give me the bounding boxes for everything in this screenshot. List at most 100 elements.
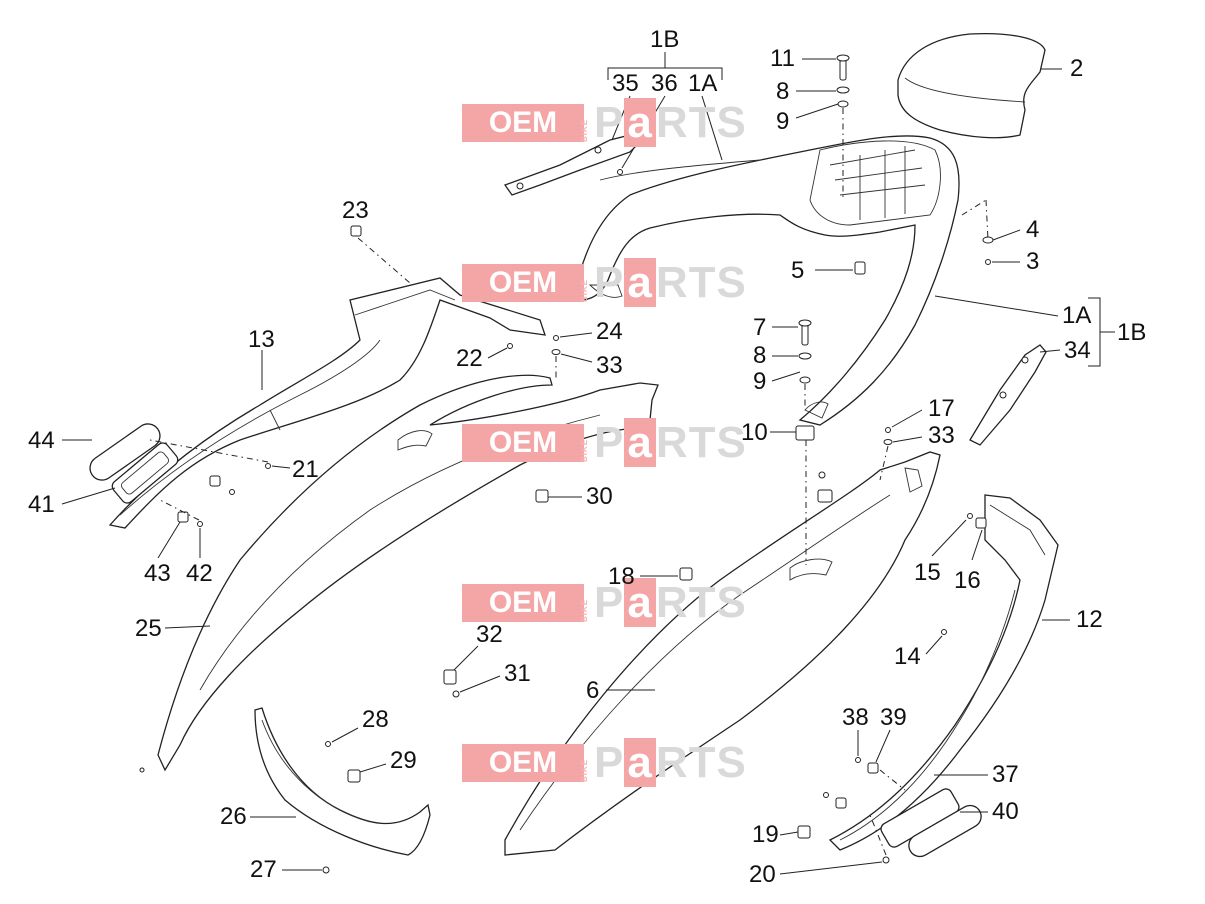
part-label-44: 44 (28, 427, 55, 454)
part-label-19: 19 (752, 821, 779, 848)
part-44-lens (89, 423, 161, 481)
watermark-p: P (594, 418, 625, 467)
part-label-33-left: 33 (596, 352, 623, 379)
part-label-43: 43 (144, 560, 171, 587)
part-label-25: 25 (135, 615, 162, 642)
part-label-10: 10 (741, 419, 768, 446)
part-label-5: 5 (791, 257, 805, 284)
part-label-16: 16 (954, 567, 981, 594)
part-label-26: 26 (220, 803, 247, 830)
part-label-4: 4 (1026, 216, 1040, 243)
part-label-32: 32 (476, 621, 503, 648)
part-label-1A-right: 1A (1062, 302, 1092, 329)
part-label-31: 31 (504, 660, 531, 687)
watermark-a: a (624, 578, 656, 627)
part-label-30: 30 (586, 483, 613, 510)
part-label-21: 21 (292, 456, 319, 483)
watermark-a: a (624, 738, 656, 787)
part-label-27: 27 (250, 856, 277, 883)
part-label-36: 36 (651, 70, 678, 97)
part-label-18: 18 (608, 563, 635, 590)
part-label-1B-right: 1B (1117, 319, 1147, 346)
part-1A-grab-rack (574, 135, 960, 426)
part-label-15: 15 (914, 559, 941, 586)
watermark-bike: BIKE (580, 278, 589, 302)
watermark-p: P (594, 578, 625, 627)
part-6-side-panel (504, 451, 941, 856)
watermark-a: a (624, 418, 656, 467)
hardware-screws (139, 54, 994, 874)
watermark-rts: RTS (655, 418, 747, 467)
part-label-12: 12 (1076, 606, 1103, 633)
watermark-a: a (624, 98, 656, 147)
watermark-parts: PaRTS (594, 738, 747, 787)
part-label-9-top: 9 (776, 108, 790, 135)
part-label-17: 17 (928, 395, 955, 422)
part-label-9-mid: 9 (753, 368, 767, 395)
watermark-rts: RTS (655, 578, 747, 627)
watermark-oem: OEM (462, 104, 584, 142)
part-label-3: 3 (1026, 248, 1040, 275)
part-label-14: 14 (894, 643, 921, 670)
watermark-rts: RTS (655, 738, 747, 787)
watermark-bike: BIKE (580, 758, 589, 782)
part-label-28: 28 (362, 706, 389, 733)
watermark-5: OEM BIKE PaRTS (462, 738, 762, 787)
watermark-bike: BIKE (580, 118, 589, 142)
part-2-seat-pad (897, 32, 1046, 139)
part-41-lamp-housing (111, 442, 179, 504)
part-label-1B-top: 1B (650, 26, 680, 53)
watermark-parts: PaRTS (594, 578, 747, 627)
part-25-left-panel (157, 374, 659, 772)
watermark-rts: RTS (655, 258, 747, 307)
watermark-bike: BIKE (580, 438, 589, 462)
watermark-bike: BIKE (580, 598, 589, 622)
part-label-39: 39 (880, 704, 907, 731)
watermark-4: OEM BIKE PaRTS (462, 578, 762, 627)
watermark-oem: OEM (462, 744, 584, 782)
part-label-24: 24 (596, 318, 623, 345)
part-label-23: 23 (342, 197, 369, 224)
part-label-33-right: 33 (928, 422, 955, 449)
part-label-41: 41 (28, 491, 55, 518)
part-label-11: 11 (770, 45, 795, 72)
watermark-oem: OEM (462, 584, 584, 622)
part-12-right-rail (828, 494, 1059, 851)
assembly-dash-lines (149, 108, 989, 856)
watermark-p: P (594, 98, 625, 147)
part-label-22: 22 (456, 345, 483, 372)
watermark-3: OEM BIKE PaRTS (462, 418, 762, 467)
part-40-lens (908, 804, 982, 858)
watermark-rts: RTS (655, 98, 747, 147)
part-label-8-top: 8 (776, 78, 790, 105)
watermark-parts: PaRTS (594, 258, 747, 307)
part-13-left-rail (108, 277, 546, 529)
watermark-2: OEM BIKE PaRTS (462, 258, 762, 307)
watermark-a: a (624, 258, 656, 307)
part-label-13: 13 (248, 326, 275, 353)
watermark-oem: OEM (462, 264, 584, 302)
watermark-p: P (594, 258, 625, 307)
part-label-2: 2 (1070, 55, 1084, 82)
part-label-6: 6 (586, 677, 600, 704)
watermark-1: OEM BIKE PaRTS (462, 98, 762, 147)
part-label-35: 35 (612, 70, 639, 97)
leader-lines (61, 52, 1115, 875)
part-label-1A-top: 1A (688, 70, 718, 97)
part-34-bracket (969, 344, 1047, 446)
watermark-parts: PaRTS (594, 418, 747, 467)
part-label-34: 34 (1064, 337, 1091, 364)
watermark-parts: PaRTS (594, 98, 747, 147)
part-label-8-mid: 8 (753, 342, 767, 369)
part-label-37: 37 (992, 761, 1019, 788)
watermark-p: P (594, 738, 625, 787)
part-26-lower-fairing (254, 707, 431, 856)
part-label-20: 20 (749, 861, 776, 888)
part-label-40: 40 (992, 798, 1019, 825)
part-label-38: 38 (842, 704, 869, 731)
watermark-oem: OEM (462, 424, 584, 462)
part-label-42: 42 (186, 560, 213, 587)
part-label-29: 29 (390, 747, 417, 774)
part-label-7: 7 (753, 314, 767, 341)
